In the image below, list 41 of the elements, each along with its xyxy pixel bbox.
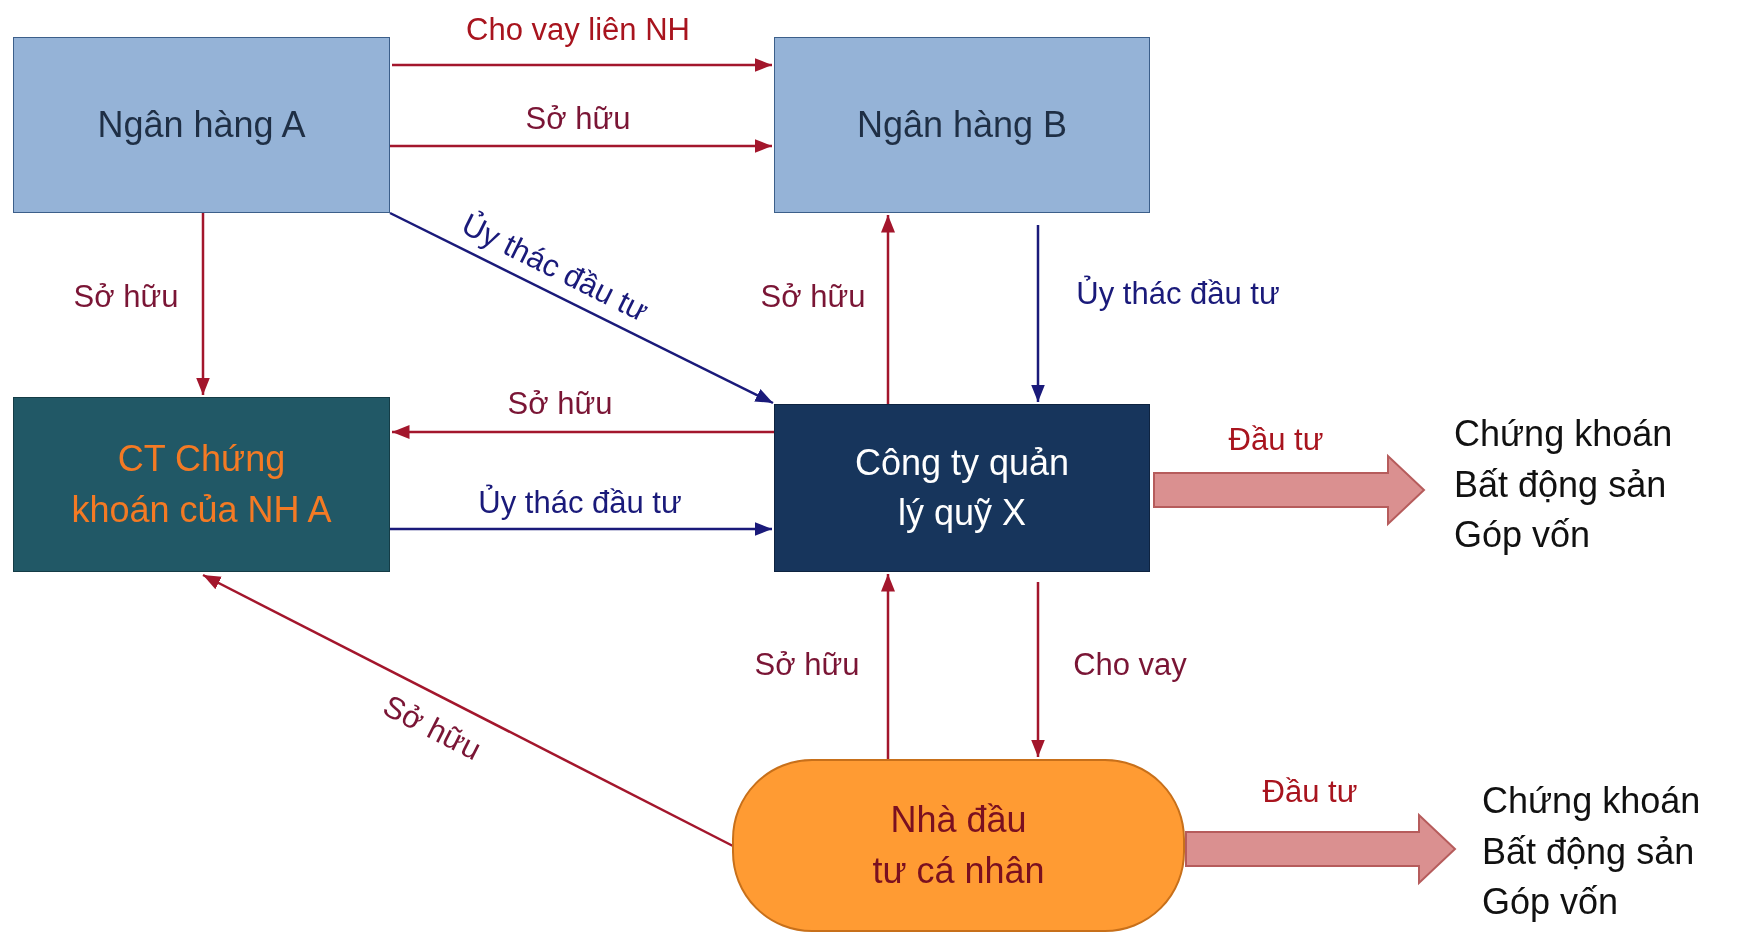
list-item: Chứng khoán [1482, 779, 1701, 824]
edge-label: Ủy thác đầu tư [1076, 276, 1280, 312]
node-label: Ngân hàng A [97, 102, 306, 147]
arrow [390, 139, 772, 153]
edge-label: Ủy thác đầu tư [455, 206, 655, 330]
edge-label: Đầu tư [1228, 422, 1324, 458]
list-item: Bất động sản [1482, 829, 1695, 874]
arrow [202, 573, 734, 848]
node-label: CT Chứng khoán của NH A [70, 437, 333, 532]
arrow [389, 211, 774, 405]
node-label: Ngân hàng B [856, 102, 1068, 147]
edge-label: Sở hữu [754, 647, 860, 683]
block-arrow [1153, 453, 1426, 527]
arrow [881, 215, 895, 404]
arrow [196, 213, 210, 395]
edge-label: Cho vay liên NH [466, 12, 690, 48]
node-label: Công ty quản lý quỹ X [853, 440, 1071, 535]
list-item: Chứng khoán [1454, 412, 1673, 457]
arrow [392, 425, 774, 439]
edge-label: Đầu tư [1262, 774, 1358, 810]
list-item: Góp vốn [1482, 880, 1619, 925]
edge-label: Sở hữu [507, 386, 613, 422]
arrow [392, 58, 772, 72]
edge-label: Ủy thác đầu tư [478, 485, 682, 521]
process-box [13, 397, 390, 572]
arrow [1031, 225, 1045, 402]
process-box [13, 37, 390, 213]
block-arrow [1185, 812, 1457, 886]
list-item: Bất động sản [1454, 462, 1667, 507]
edge-label: Cho vay [1073, 647, 1187, 683]
list-item: Góp vốn [1454, 513, 1591, 558]
process-box [774, 404, 1150, 572]
arrow [1031, 582, 1045, 757]
node-label: Nhà đầu tư cá nhân [871, 798, 1046, 893]
edge-label: Sở hữu [760, 279, 866, 315]
edge-label: Sở hữu [525, 101, 631, 137]
arrow [390, 522, 772, 536]
process-box [774, 37, 1150, 213]
arrow [881, 574, 895, 759]
edge-label: Sở hữu [377, 688, 487, 768]
edge-label: Sở hữu [73, 279, 179, 315]
